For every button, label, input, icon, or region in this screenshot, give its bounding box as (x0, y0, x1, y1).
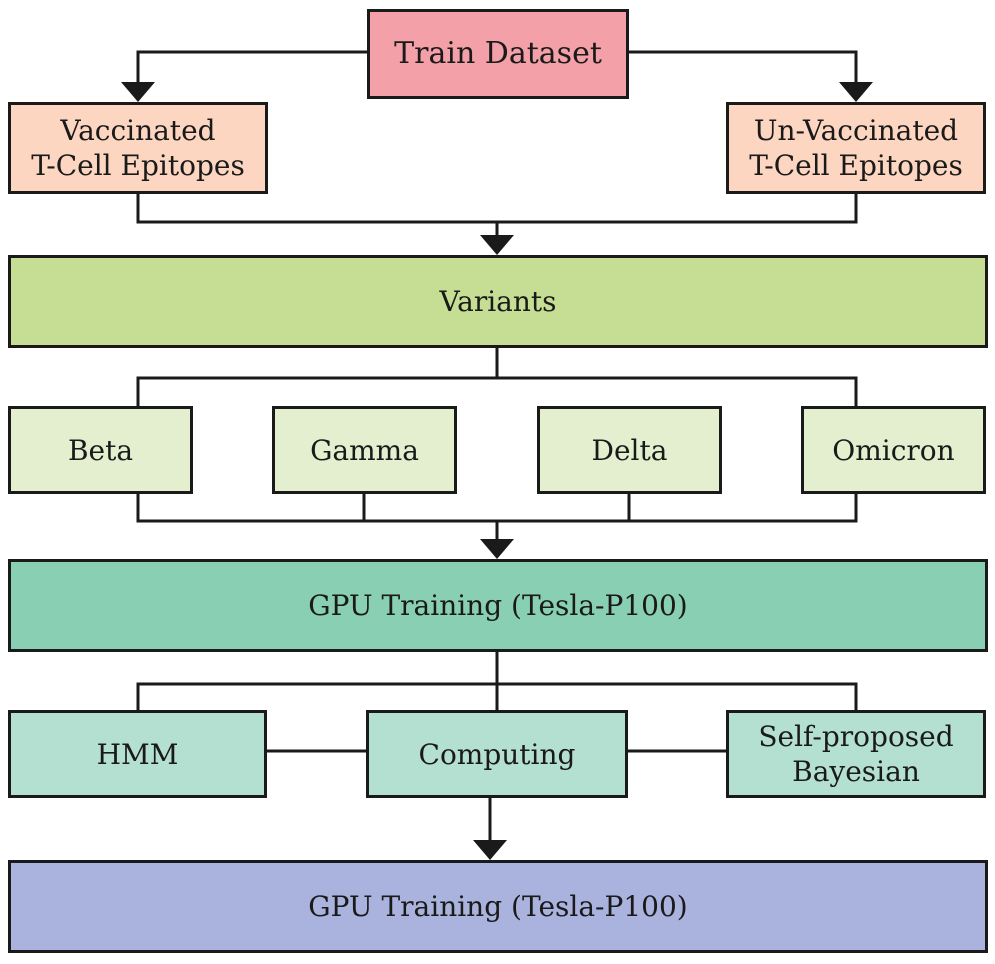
connector-epitopes-merge (136, 194, 858, 224)
variant-omicron-box: Omicron (801, 406, 986, 494)
final-gpu-training-box: GPU Training (Tesla-P100) (8, 860, 988, 953)
vaccinated-epitopes-label: Vaccinated T-Cell Epitopes (31, 114, 245, 182)
variant-omicron-label: Omicron (832, 433, 955, 467)
variant-delta-label: Delta (591, 433, 668, 467)
variants-label: Variants (439, 285, 557, 318)
connector-train-to-vaccinated (136, 50, 367, 82)
variant-gamma-label: Gamma (310, 433, 419, 467)
connector-variants-split (136, 376, 858, 406)
unvaccinated-epitopes-box: Un-Vaccinated T-Cell Epitopes (726, 102, 986, 194)
variant-gamma-box: Gamma (272, 406, 457, 494)
computing-label: Computing (418, 737, 576, 771)
variant-delta-box: Delta (537, 406, 722, 494)
hmm-label: HMM (96, 737, 179, 771)
hmm-box: HMM (8, 710, 267, 798)
connector-items-merge (136, 494, 858, 523)
gpu-training-label: GPU Training (Tesla-P100) (308, 589, 688, 622)
bayesian-box: Self-proposed Bayesian (726, 710, 986, 798)
arrowhead-unvaccinated (839, 82, 873, 102)
arrowhead-vaccinated (121, 82, 155, 102)
arrowhead-gpu-training (480, 539, 514, 559)
connector-train-to-unvaccinated (629, 50, 858, 82)
variant-beta-box: Beta (8, 406, 193, 494)
unvaccinated-epitopes-label: Un-Vaccinated T-Cell Epitopes (749, 114, 963, 182)
train-dataset-label: Train Dataset (394, 36, 602, 72)
final-gpu-training-label: GPU Training (Tesla-P100) (308, 890, 688, 923)
arrowhead-variants (480, 235, 514, 255)
vaccinated-epitopes-box: Vaccinated T-Cell Epitopes (8, 102, 268, 194)
variants-box: Variants (8, 255, 988, 348)
computing-box: Computing (366, 710, 628, 798)
gpu-training-box: GPU Training (Tesla-P100) (8, 559, 988, 652)
bayesian-label: Self-proposed Bayesian (758, 720, 954, 788)
arrowhead-final (473, 840, 507, 860)
train-dataset-box: Train Dataset (367, 9, 629, 99)
variant-beta-label: Beta (67, 433, 134, 467)
